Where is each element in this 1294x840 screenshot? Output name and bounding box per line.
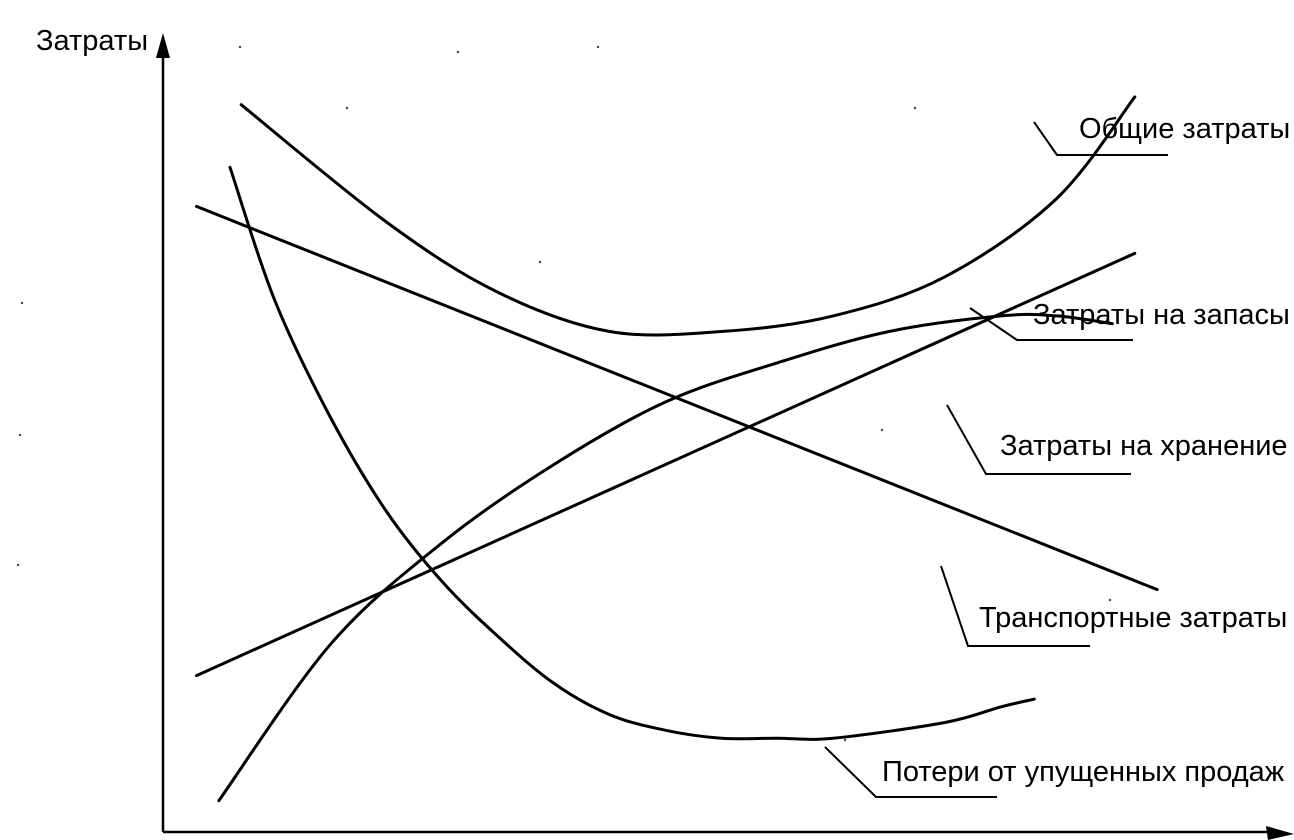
y-axis-arrow: [156, 33, 170, 58]
series-transport-costs: [195, 204, 1159, 592]
axes: Затраты: [36, 25, 1294, 840]
leader-holding-costs: [946, 404, 1131, 475]
leader-lines: [824, 121, 1168, 798]
series-lost-sales: [228, 165, 1036, 741]
scan-specks: [16, 45, 1112, 742]
series-labels: Общие затраты Затраты на запасы Затраты …: [882, 113, 1290, 788]
series-holding-costs: [217, 312, 1114, 803]
series-total-costs: [239, 95, 1137, 337]
x-axis-arrow: [1266, 826, 1294, 840]
leader-lost-sales: [824, 746, 997, 798]
y-axis-label: Затраты: [36, 25, 148, 57]
series-label-transport-costs: Транспортные затраты: [979, 602, 1287, 634]
leader-inventory-costs: [969, 307, 1133, 341]
leader-transport-costs: [940, 565, 1090, 647]
leader-total-costs: [1033, 121, 1168, 156]
series-inventory-costs: [195, 251, 1137, 678]
series-label-total-costs: Общие затраты: [1079, 113, 1290, 145]
series-label-holding-costs: Затраты на хранение: [1000, 430, 1288, 462]
series-layer: [195, 95, 1159, 803]
series-label-lost-sales: Потери от упущенных продаж: [882, 756, 1285, 788]
series-label-inventory-costs: Затраты на запасы: [1033, 299, 1290, 331]
